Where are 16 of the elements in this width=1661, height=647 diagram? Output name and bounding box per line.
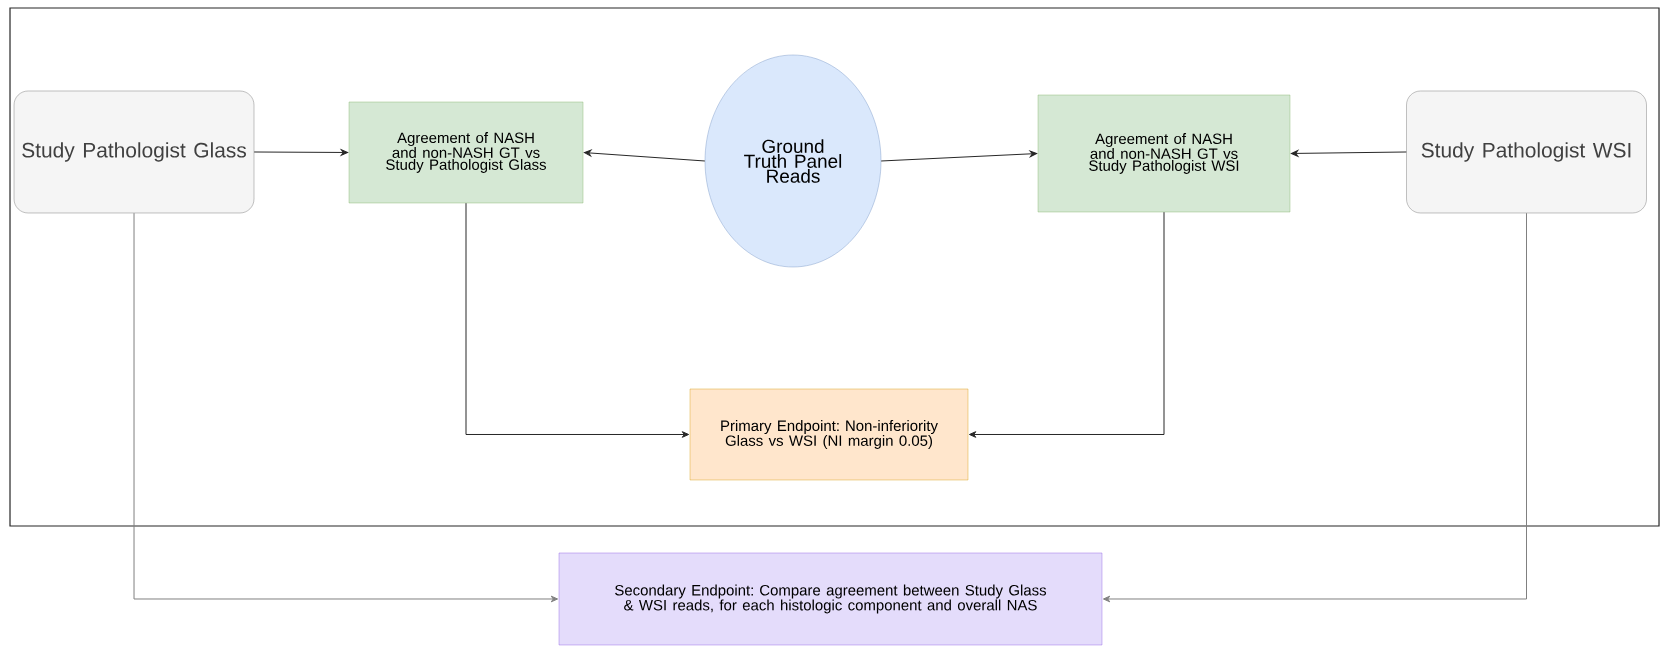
- arrow: [968, 211, 1165, 438]
- arrow: [1102, 212, 1527, 603]
- endpoint-box: Primary Endpoint: Non-inferiority Glass vs WSI (NI margin 0.05): [689, 388, 969, 481]
- process-box: Study Pathologist Glass: [13, 90, 255, 214]
- frame-border: [9, 7, 1660, 527]
- arrow: [583, 149, 706, 162]
- process-box: Agreement of NASH and non-NASH GT vs Study Pathologist WSI: [1037, 94, 1291, 213]
- arrow: [1290, 150, 1407, 157]
- arrow: [253, 149, 349, 156]
- endpoint-box: Secondary Endpoint: Compare agreement between Study Glass & WSI reads, for each histologic component and overall NAS: [558, 552, 1103, 646]
- arrow: [133, 212, 559, 603]
- process-box: Study Pathologist WSI: [1406, 90, 1647, 214]
- arrow: [880, 150, 1038, 162]
- ellipse-node: Ground Truth Panel Reads: [704, 54, 882, 268]
- arrow: [465, 202, 690, 438]
- process-box: Agreement of NASH and non-NASH GT vs Study Pathologist Glass: [348, 101, 584, 204]
